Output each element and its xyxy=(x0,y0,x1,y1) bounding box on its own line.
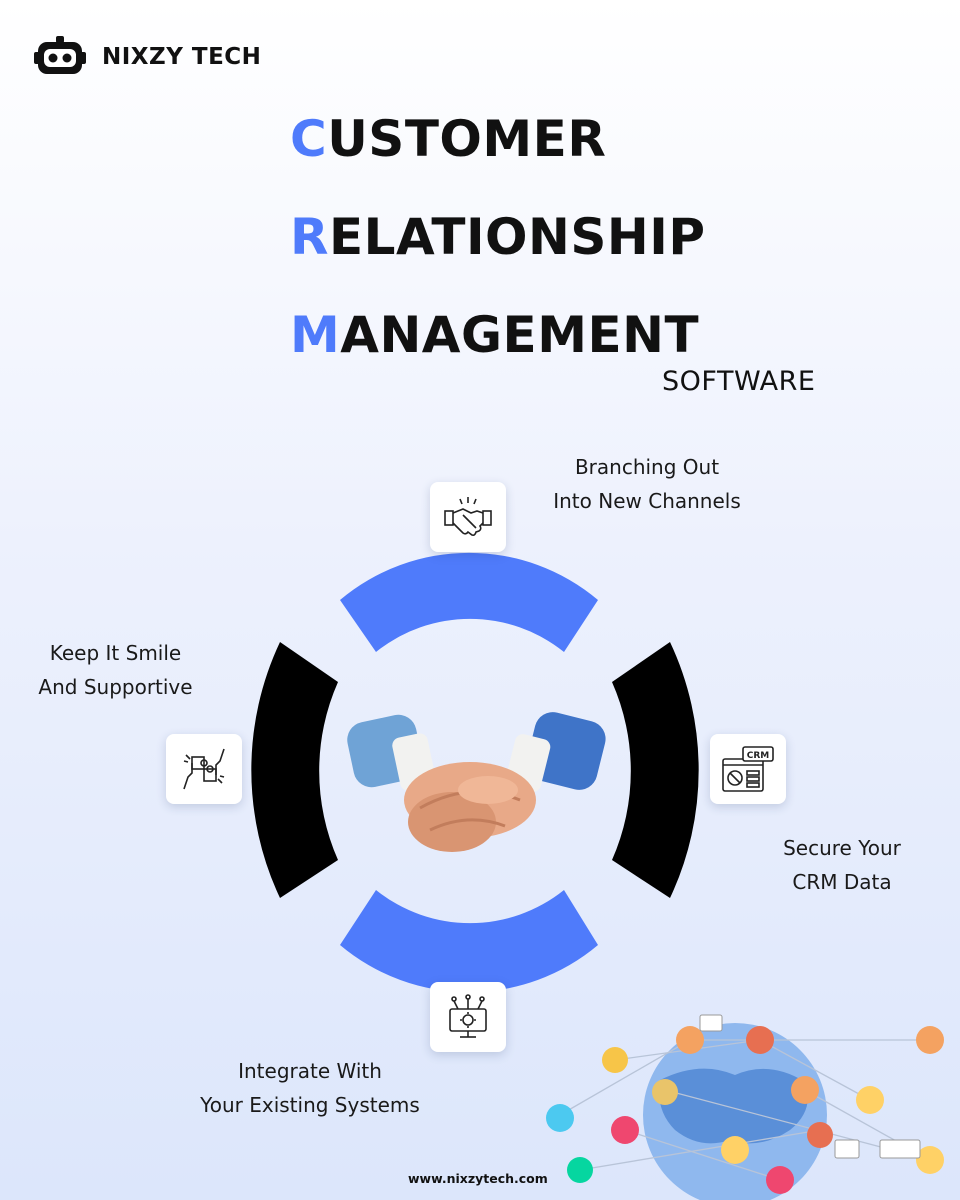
feature-text-left: Keep It Smile And Supportive xyxy=(18,636,213,704)
feature-top-line1: Branching Out xyxy=(574,455,720,479)
heading-rest: USTOMER xyxy=(327,110,607,168)
ring-segment-bottom xyxy=(340,890,598,993)
feature-left-line1: Keep It Smile xyxy=(49,641,182,665)
robot-head-icon xyxy=(34,36,86,74)
website-link[interactable]: www.nixzytech.com xyxy=(408,1171,548,1186)
heading-rest: ELATIONSHIP xyxy=(329,208,706,266)
feature-text-top: Branching Out Into New Channels xyxy=(532,450,762,518)
puzzle-hands-icon xyxy=(183,748,225,790)
ring-segment-right xyxy=(612,642,699,898)
ring-segment-left xyxy=(251,642,338,898)
gear-monitor-icon xyxy=(449,994,487,1038)
handshake-icon xyxy=(444,497,492,536)
brand-logo: NIXZY TECH xyxy=(32,34,261,80)
global-people-network-illustration xyxy=(546,1014,944,1200)
feature-icon-tile-left xyxy=(166,734,242,804)
heading-rest: ANAGEMENT xyxy=(340,306,700,364)
heading-initial: R xyxy=(290,208,330,266)
feature-top-line2: Into New Channels xyxy=(553,489,741,513)
feature-right-line1: Secure Your xyxy=(783,836,901,860)
feature-bottom-line2: Your Existing Systems xyxy=(200,1093,420,1117)
crm-dashboard-icon: CRM xyxy=(722,746,774,792)
heading-line-relationship: RELATIONSHIP xyxy=(290,208,706,266)
feature-right-line2: CRM Data xyxy=(792,870,892,894)
feature-icon-tile-top xyxy=(430,482,506,552)
heading-initial: C xyxy=(290,110,328,168)
heading-line-customer: CUSTOMER xyxy=(290,110,606,168)
feature-left-line2: And Supportive xyxy=(38,675,193,699)
heading-line-management: MANAGEMENT xyxy=(290,306,699,364)
heading-initial: M xyxy=(290,306,341,364)
3d-handshake-illustration xyxy=(347,712,606,852)
feature-icon-tile-right: CRM xyxy=(710,734,786,804)
heading-subtitle: SOFTWARE xyxy=(662,366,816,397)
feature-text-right: Secure Your CRM Data xyxy=(762,831,922,899)
feature-text-bottom: Integrate With Your Existing Systems xyxy=(175,1054,445,1122)
ring-segment-top xyxy=(340,552,598,652)
crm-icon-label: CRM xyxy=(747,751,770,761)
feature-bottom-line1: Integrate With xyxy=(238,1059,382,1083)
feature-icon-tile-bottom xyxy=(430,982,506,1052)
brand-name: NIXZY TECH xyxy=(102,44,262,70)
